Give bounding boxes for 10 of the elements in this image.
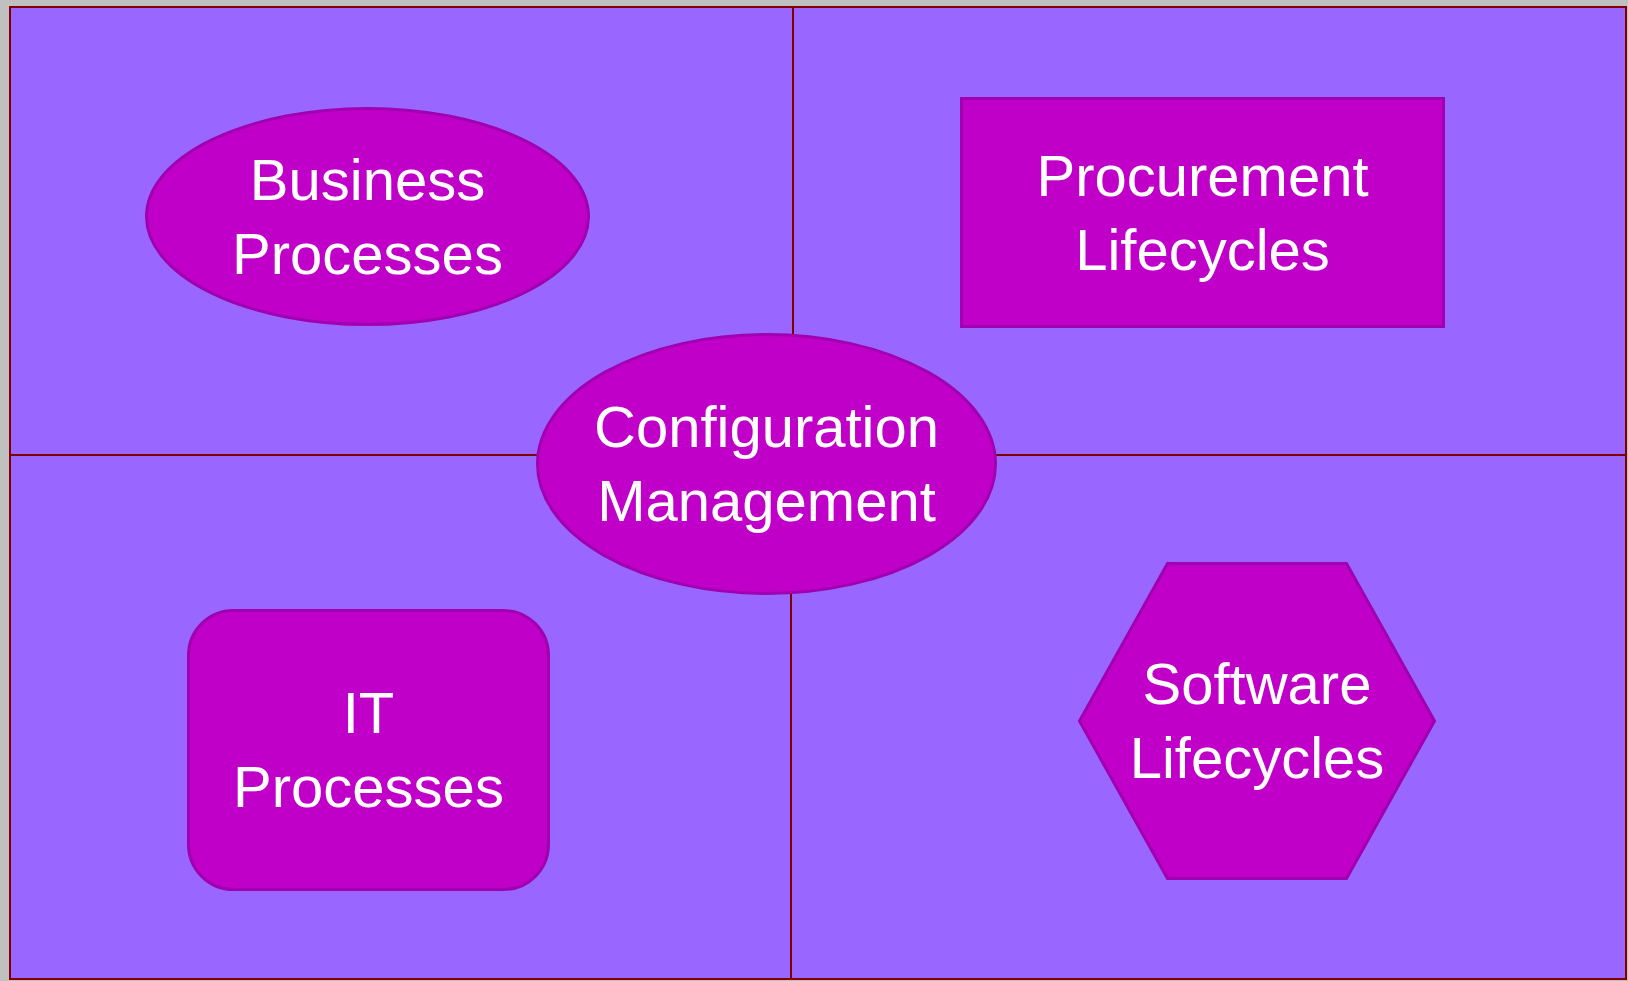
node-label: Business Processes [231,145,504,288]
node-label: Software Lifecycles [1128,650,1386,792]
process-ellipse [145,107,590,326]
process-rounded-rectangle [187,609,550,891]
node-label: Configuration Management [593,393,940,535]
process-rectangle [960,97,1445,328]
process-hexagon [1078,562,1436,880]
central-ellipse [536,333,997,595]
node-label: Procurement Lifecycles [1035,141,1370,284]
node-label: IT Processes [232,679,505,821]
